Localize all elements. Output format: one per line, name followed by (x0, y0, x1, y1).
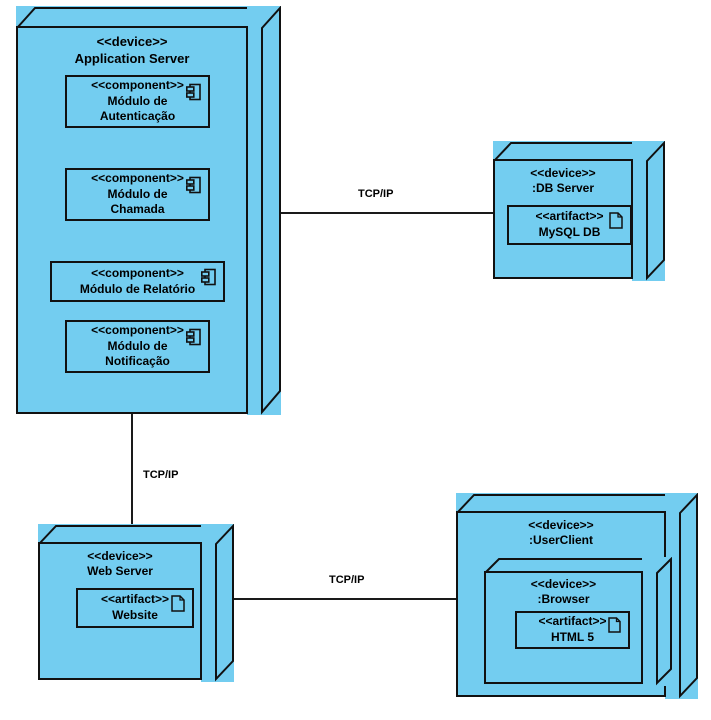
component-icon (186, 83, 202, 106)
artifact-name: HTML 5 (550, 630, 595, 644)
node-browser-side-face (642, 557, 672, 686)
component-stereotype: <<component>> (91, 78, 184, 93)
artifact-stereotype: <<artifact>> (538, 614, 607, 629)
artifact-website[interactable]: <<artifact>> Website (76, 588, 194, 628)
artifact-stereotype: <<artifact>> (535, 209, 604, 224)
node-web-server-side-face (201, 524, 234, 682)
component-stereotype: <<component>> (91, 171, 184, 186)
artifact-name: Website (112, 608, 158, 622)
component-modulo-de-notificacao[interactable]: <<component>> Módulo de Notificação (65, 320, 210, 373)
component-name: Módulo de Notificação (105, 338, 170, 369)
connector-label-app-db: TCP/IP (358, 188, 394, 200)
node-db-server-side-face (632, 141, 665, 281)
component-name: Módulo de Autenticação (99, 93, 176, 124)
artifact-mysql-db[interactable]: <<artifact>> MySQL DB (507, 205, 632, 245)
component-modulo-de-relatorio[interactable]: <<component>> Módulo de Relatório (50, 261, 225, 302)
component-modulo-de-autenticacao[interactable]: <<component>> Módulo de Autenticação (65, 75, 210, 128)
artifact-html-5[interactable]: <<artifact>> HTML 5 (515, 611, 630, 649)
component-icon (186, 328, 202, 351)
connector-app-server-to-db-server (247, 212, 494, 214)
artifact-document-icon (609, 212, 623, 234)
component-modulo-de-chamada[interactable]: <<component>> Módulo de Chamada (65, 168, 210, 221)
component-name: Módulo de Relatório (79, 281, 196, 296)
node-application-server-top-face (16, 6, 281, 29)
component-icon (201, 268, 217, 291)
artifact-document-icon (171, 595, 185, 617)
component-icon (186, 176, 202, 199)
connector-label-app-web: TCP/IP (143, 469, 179, 481)
artifact-stereotype: <<artifact>> (100, 592, 170, 607)
artifact-name: MySQL DB (538, 225, 601, 239)
connector-web-server-to-user-client (228, 598, 463, 600)
connector-app-server-to-web-server (131, 413, 133, 525)
node-application-server-side-face (247, 6, 281, 415)
node-web-server-top-face (38, 524, 234, 545)
component-stereotype: <<component>> (91, 323, 184, 338)
component-stereotype: <<component>> (91, 265, 184, 280)
artifact-document-icon (608, 617, 621, 638)
connector-label-web-client: TCP/IP (329, 574, 365, 586)
component-name: Módulo de Chamada (107, 186, 168, 217)
node-user-client-top-face (456, 493, 698, 514)
